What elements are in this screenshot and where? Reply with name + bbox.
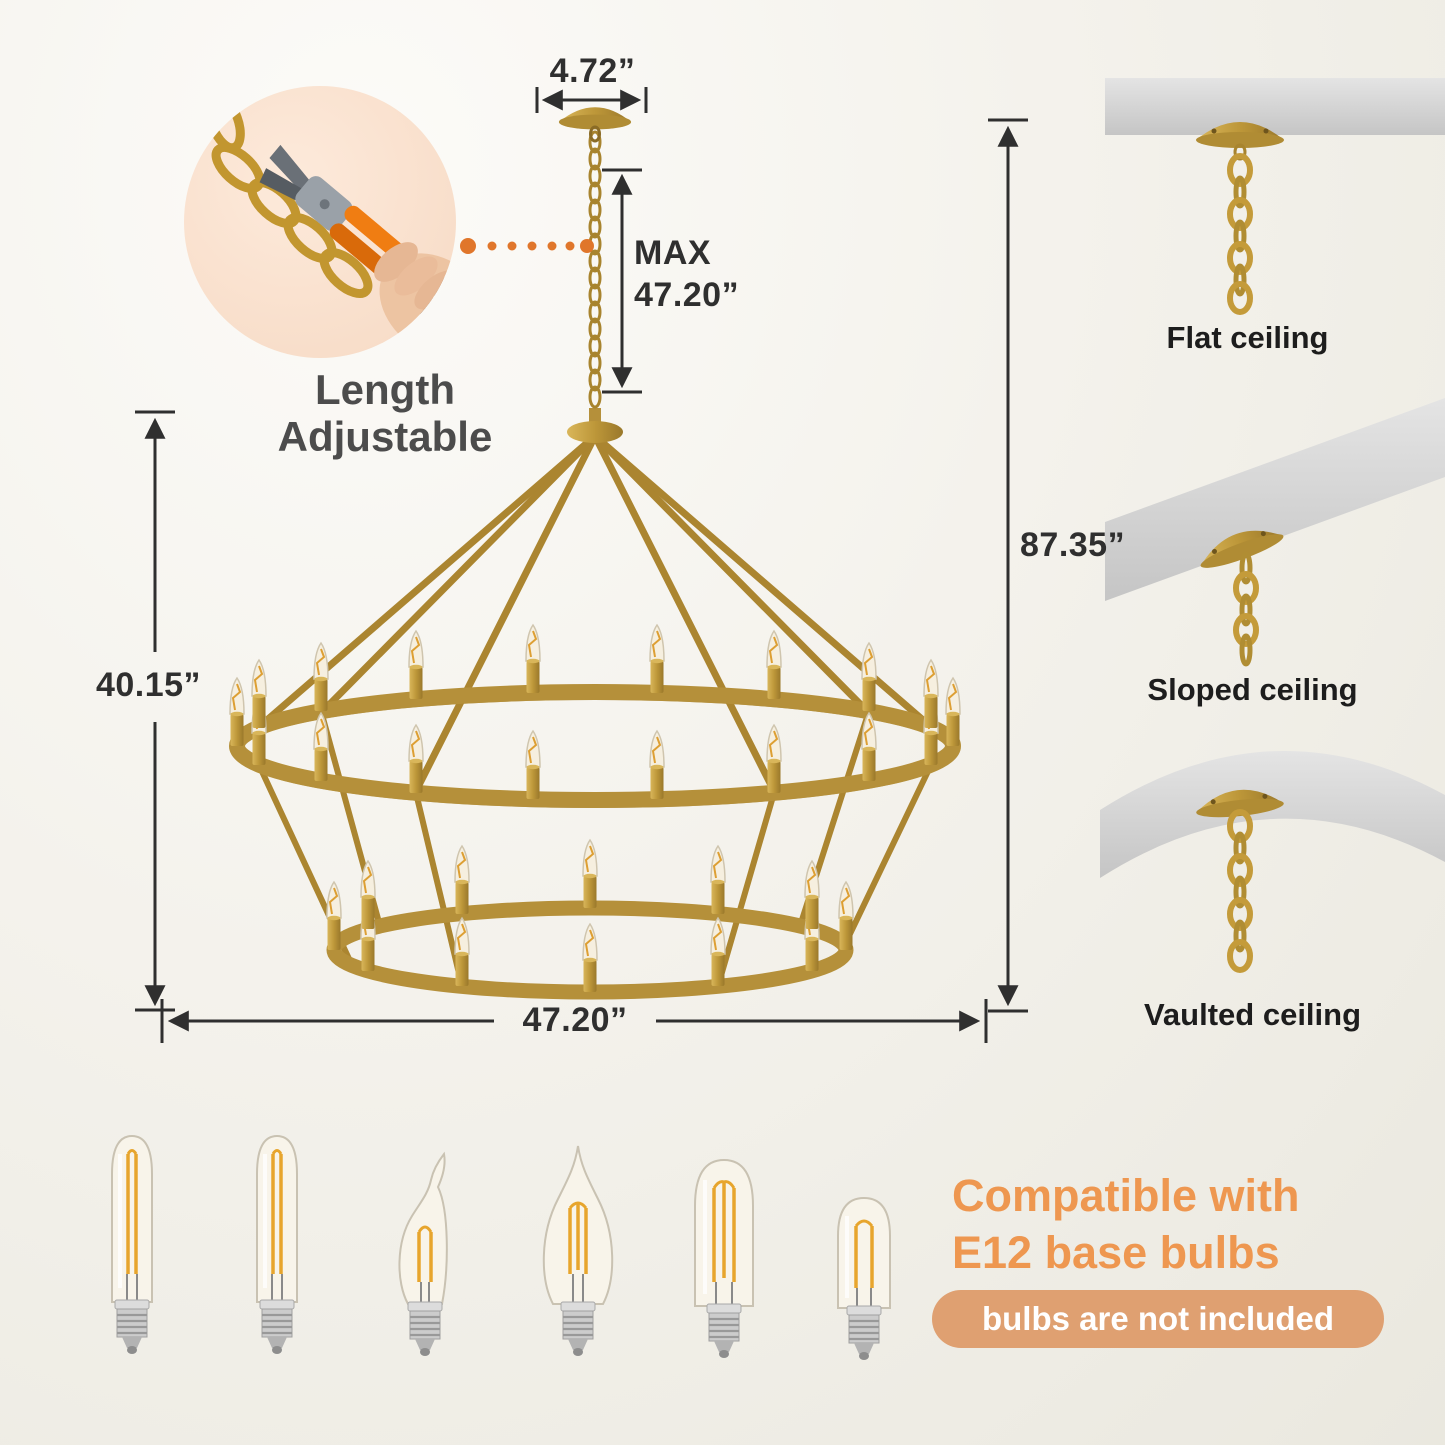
compatibility-heading: Compatible with E12 base bulbs xyxy=(952,1168,1300,1281)
dotted-pointer xyxy=(460,238,594,254)
compatibility-heading-line1: Compatible with xyxy=(952,1170,1300,1221)
bulb-t25-small xyxy=(837,1196,891,1362)
fixture-width-dimension: 47.20” xyxy=(522,1001,628,1039)
canopy-width-dimension: 4.72” xyxy=(549,52,636,90)
flat-ceiling-illustration xyxy=(1105,78,1445,312)
flat-ceiling-label: Flat ceiling xyxy=(1166,320,1329,355)
compatibility-heading-line2: E12 base bulbs xyxy=(952,1226,1280,1278)
hanging-chain xyxy=(588,130,602,409)
feature-line2: Adjustable xyxy=(277,413,493,461)
dimension-lines xyxy=(135,87,1028,1043)
fixture-height-dimension: 40.15” xyxy=(95,666,202,704)
bulbs-not-included-badge: bulbs are not included xyxy=(932,1290,1384,1348)
length-adjustable-label: Length Adjustable xyxy=(225,366,545,460)
length-adjustable-inset xyxy=(184,86,594,358)
vaulted-ceiling-illustration xyxy=(1100,750,1445,970)
bulb-torpedo-candle xyxy=(542,1145,614,1358)
ceiling-canopy xyxy=(558,107,632,130)
total-height-dimension: 87.35” xyxy=(1020,526,1126,564)
chandelier-illustration xyxy=(229,107,961,1000)
vaulted-ceiling-label: Vaulted ceiling xyxy=(1143,997,1362,1032)
max-height-label: MAX xyxy=(634,234,712,272)
bulb-t8-tubular xyxy=(694,1158,754,1360)
bulb-tubular-1 xyxy=(110,1134,154,1356)
bulb-flame-tip xyxy=(398,1151,448,1358)
sloped-ceiling-illustration xyxy=(1105,398,1445,664)
bulb-tubular-2 xyxy=(255,1134,299,1356)
max-height-value: 47.20” xyxy=(634,276,740,314)
sloped-ceiling-label: Sloped ceiling xyxy=(1147,672,1358,707)
feature-line1: Length xyxy=(315,366,455,413)
